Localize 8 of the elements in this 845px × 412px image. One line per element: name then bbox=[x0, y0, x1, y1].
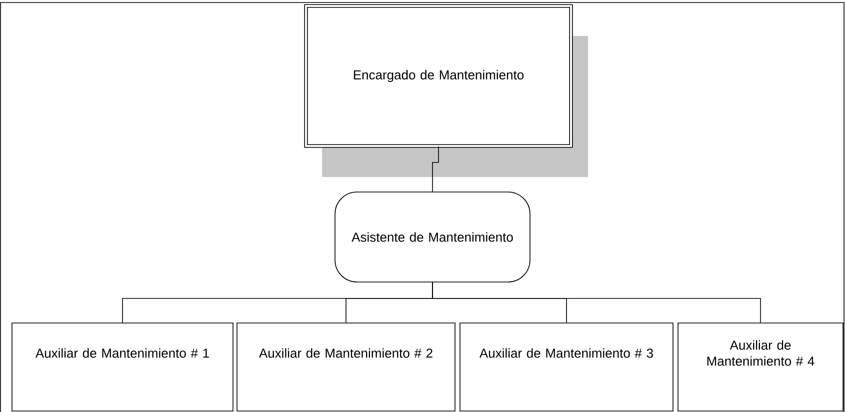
manager-box: Encargado de Mantenimiento bbox=[304, 4, 588, 177]
connector-line bbox=[432, 282, 761, 323]
connector-line bbox=[432, 146, 439, 192]
org-box: Auxiliar de Mantenimiento # 4 bbox=[678, 322, 844, 412]
rounded-box: Asistente de Mantenimiento bbox=[334, 192, 530, 282]
org-box: Auxiliar de Mantenimiento # 3 bbox=[460, 322, 674, 412]
org-box: Auxiliar de Mantenimiento # 1 bbox=[12, 322, 234, 412]
org-box: Auxiliar de Mantenimiento # 2 bbox=[236, 322, 456, 412]
